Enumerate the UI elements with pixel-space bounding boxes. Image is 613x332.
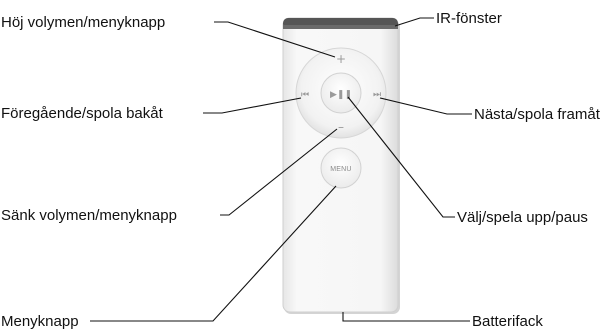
menu-button-group: MENU [320,147,362,189]
line-volume-up [214,21,336,58]
volume-up-button[interactable]: + [336,52,346,66]
line-menu [90,185,337,322]
line-previous [203,97,302,114]
menu-button[interactable] [320,147,362,189]
line-ir-window [394,17,434,27]
label-ir-window: IR-fönster [436,10,502,27]
play-pause-icon: ▶❚❚ [330,90,352,100]
volume-down-button[interactable]: – [338,120,344,134]
line-select-play [347,96,455,218]
line-next [379,97,472,115]
label-select-play: Välj/spela upp/paus [457,209,588,226]
line-volume-down [220,128,338,216]
next-button[interactable]: ⏭ [373,90,381,100]
label-next: Nästa/spola framåt [474,106,601,123]
line-battery [342,312,470,322]
label-battery: Batterifack [472,313,543,330]
label-volume-down: Sänk volymen/menyknapp [1,207,177,224]
label-menu: Menyknapp [1,313,79,330]
labels: Höj volymen/menyknapp Föregående/spola b… [1,10,601,330]
previous-button[interactable]: ⏮ [301,90,309,100]
select-play-button[interactable] [320,72,362,114]
menu-button-label: MENU [330,166,351,173]
label-previous: Föregående/spola bakåt [1,105,164,122]
leader-lines [90,17,472,322]
click-wheel: + – ⏮ ⏭ ▶❚❚ [295,47,387,139]
label-volume-up: Höj volymen/menyknapp [1,14,165,31]
